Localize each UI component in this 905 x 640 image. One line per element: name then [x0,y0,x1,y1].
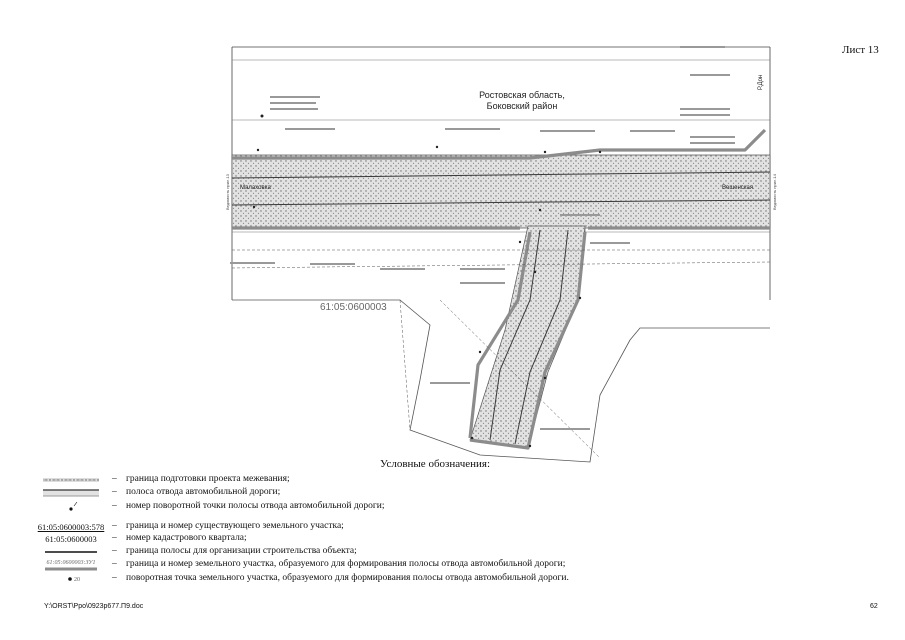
region-label-line2: Боковский район [487,101,558,111]
side-label-left: Ведомость прил.13 [225,173,230,210]
cadastral-map: Ростовская область, Боковский район 61:0… [225,46,777,463]
road-right-of-way-main [231,154,771,233]
legend-symbol-existing-plot: 61:05:0600003:578 [37,522,105,532]
legend-title: Условные обозначения: [380,458,491,470]
legend-symbol-formed-plot-point: 20 [30,573,112,585]
legend-symbol-right-of-way [30,487,112,499]
svg-text:20: 20 [74,577,80,583]
legend-symbol-construction-strip [30,546,112,558]
legend-text: полоса отвода автомобильной дороги; [126,487,281,497]
legend-row: 61:05:0600003:ЗУ1 – граница и номер земе… [30,559,670,571]
road-label: Р.Дон [758,75,764,90]
legend-text: граница и номер существующего земельного… [126,521,344,531]
region-label-line1: Ростовская область, [479,90,565,100]
legend-symbol-project-boundary [30,474,112,486]
sheet-number: Лист 13 [842,44,879,56]
carriageway [231,171,771,445]
legend-symbol-formed-plot: 61:05:0600003:ЗУ1 [45,559,97,570]
legend-text: граница и номер земельного участка, обра… [126,559,566,569]
legend-row: – граница полосы для организации строите… [30,546,670,558]
legend-row: – полоса отвода автомобильной дороги; [30,487,670,499]
legend-text: номер кадастрового квартала; [126,533,247,543]
legend-row: 61:05:0600003:578 – граница и номер суще… [30,521,670,533]
quarter-number-label: 61:05:0600003 [320,302,387,313]
legend-symbol-turning-point-number [30,501,112,513]
legend-symbol-quarter-number: 61:05:0600003 [45,534,97,544]
page-number: 62 [870,603,878,610]
cadastral-lines [231,249,771,459]
road-right-of-way-branch [469,225,586,449]
legend-text: номер поворотной точки полосы отвода авт… [126,501,385,511]
settlement-left-label: Малаховка [240,185,271,191]
settlement-right-label: Вешенская [722,185,753,191]
legend-text: граница полосы для организации строитель… [126,546,357,556]
legend-row: – граница подготовки проекта межевания; [30,474,670,486]
map-small-labels [230,46,735,430]
legend-text: поворотная точка земельного участка, обр… [126,573,569,583]
legend-row: 20 – поворотная точка земельного участка… [30,573,670,585]
file-path: Y:\ORST\Ppo\0923p677.П9.doc [44,603,144,610]
side-label-right: Ведомость прил.14 [772,173,777,210]
legend-row: – номер поворотной точки полосы отвода а… [30,501,670,513]
legend-text: граница подготовки проекта межевания; [126,474,290,484]
turning-points [252,114,602,448]
legend-row: 61:05:0600003 – номер кадастрового кварт… [30,533,670,545]
formed-plot-boundary [232,128,770,450]
